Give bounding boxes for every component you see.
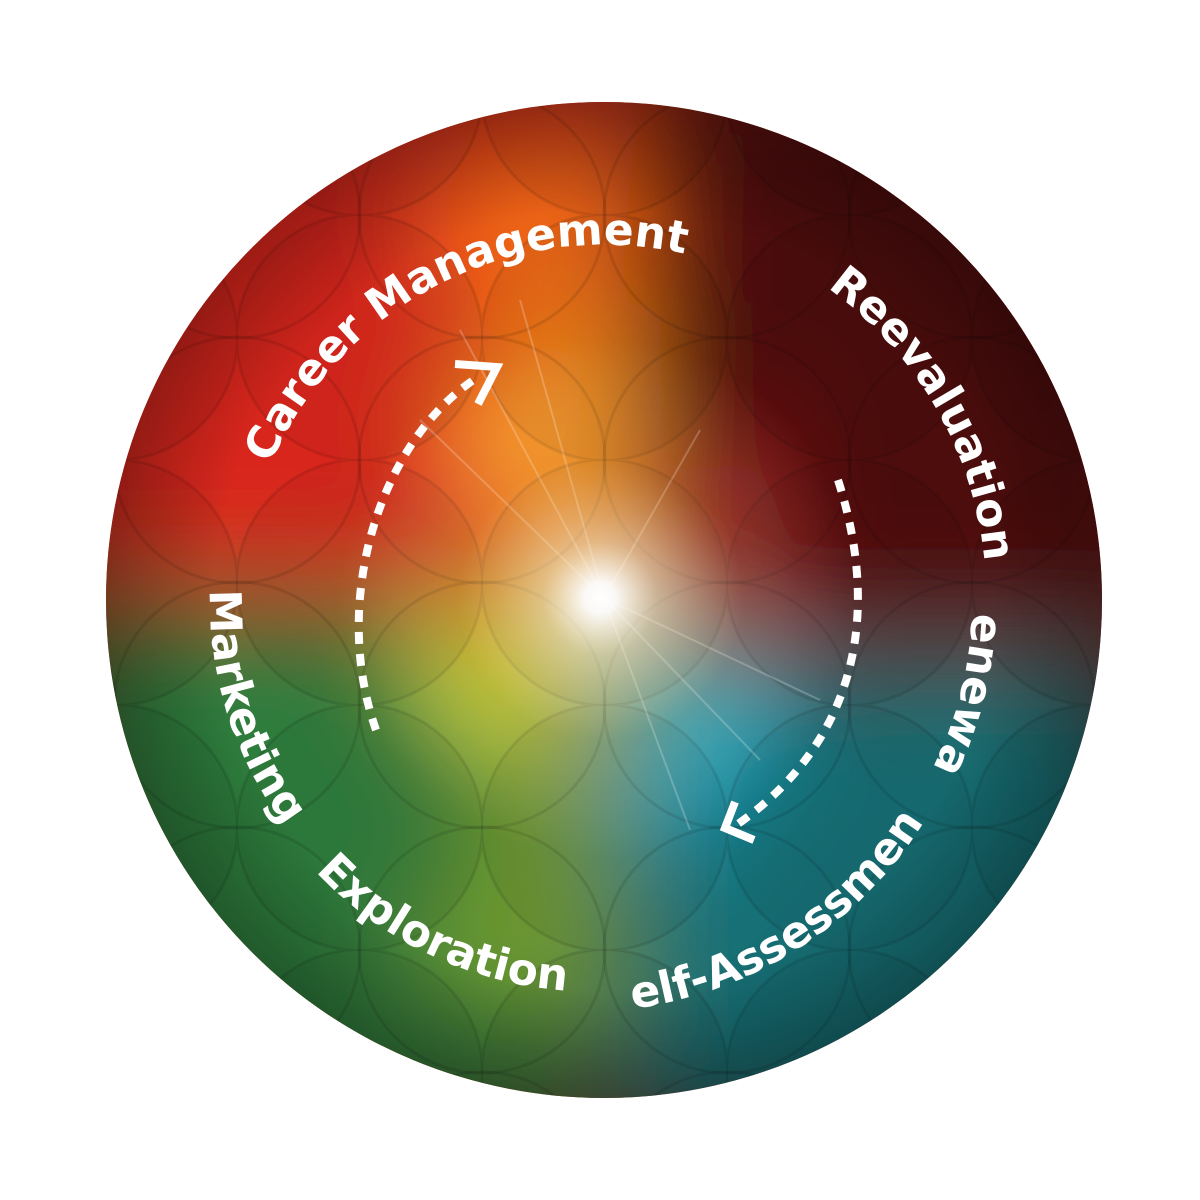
arrowhead-down-left-icon <box>719 800 756 844</box>
cycle-arrows <box>354 360 862 844</box>
arrowhead-up-right-icon <box>454 360 504 406</box>
right-dotted-arc <box>732 478 862 830</box>
left-dotted-arc <box>354 373 481 732</box>
color-wheel <box>106 102 1102 1098</box>
